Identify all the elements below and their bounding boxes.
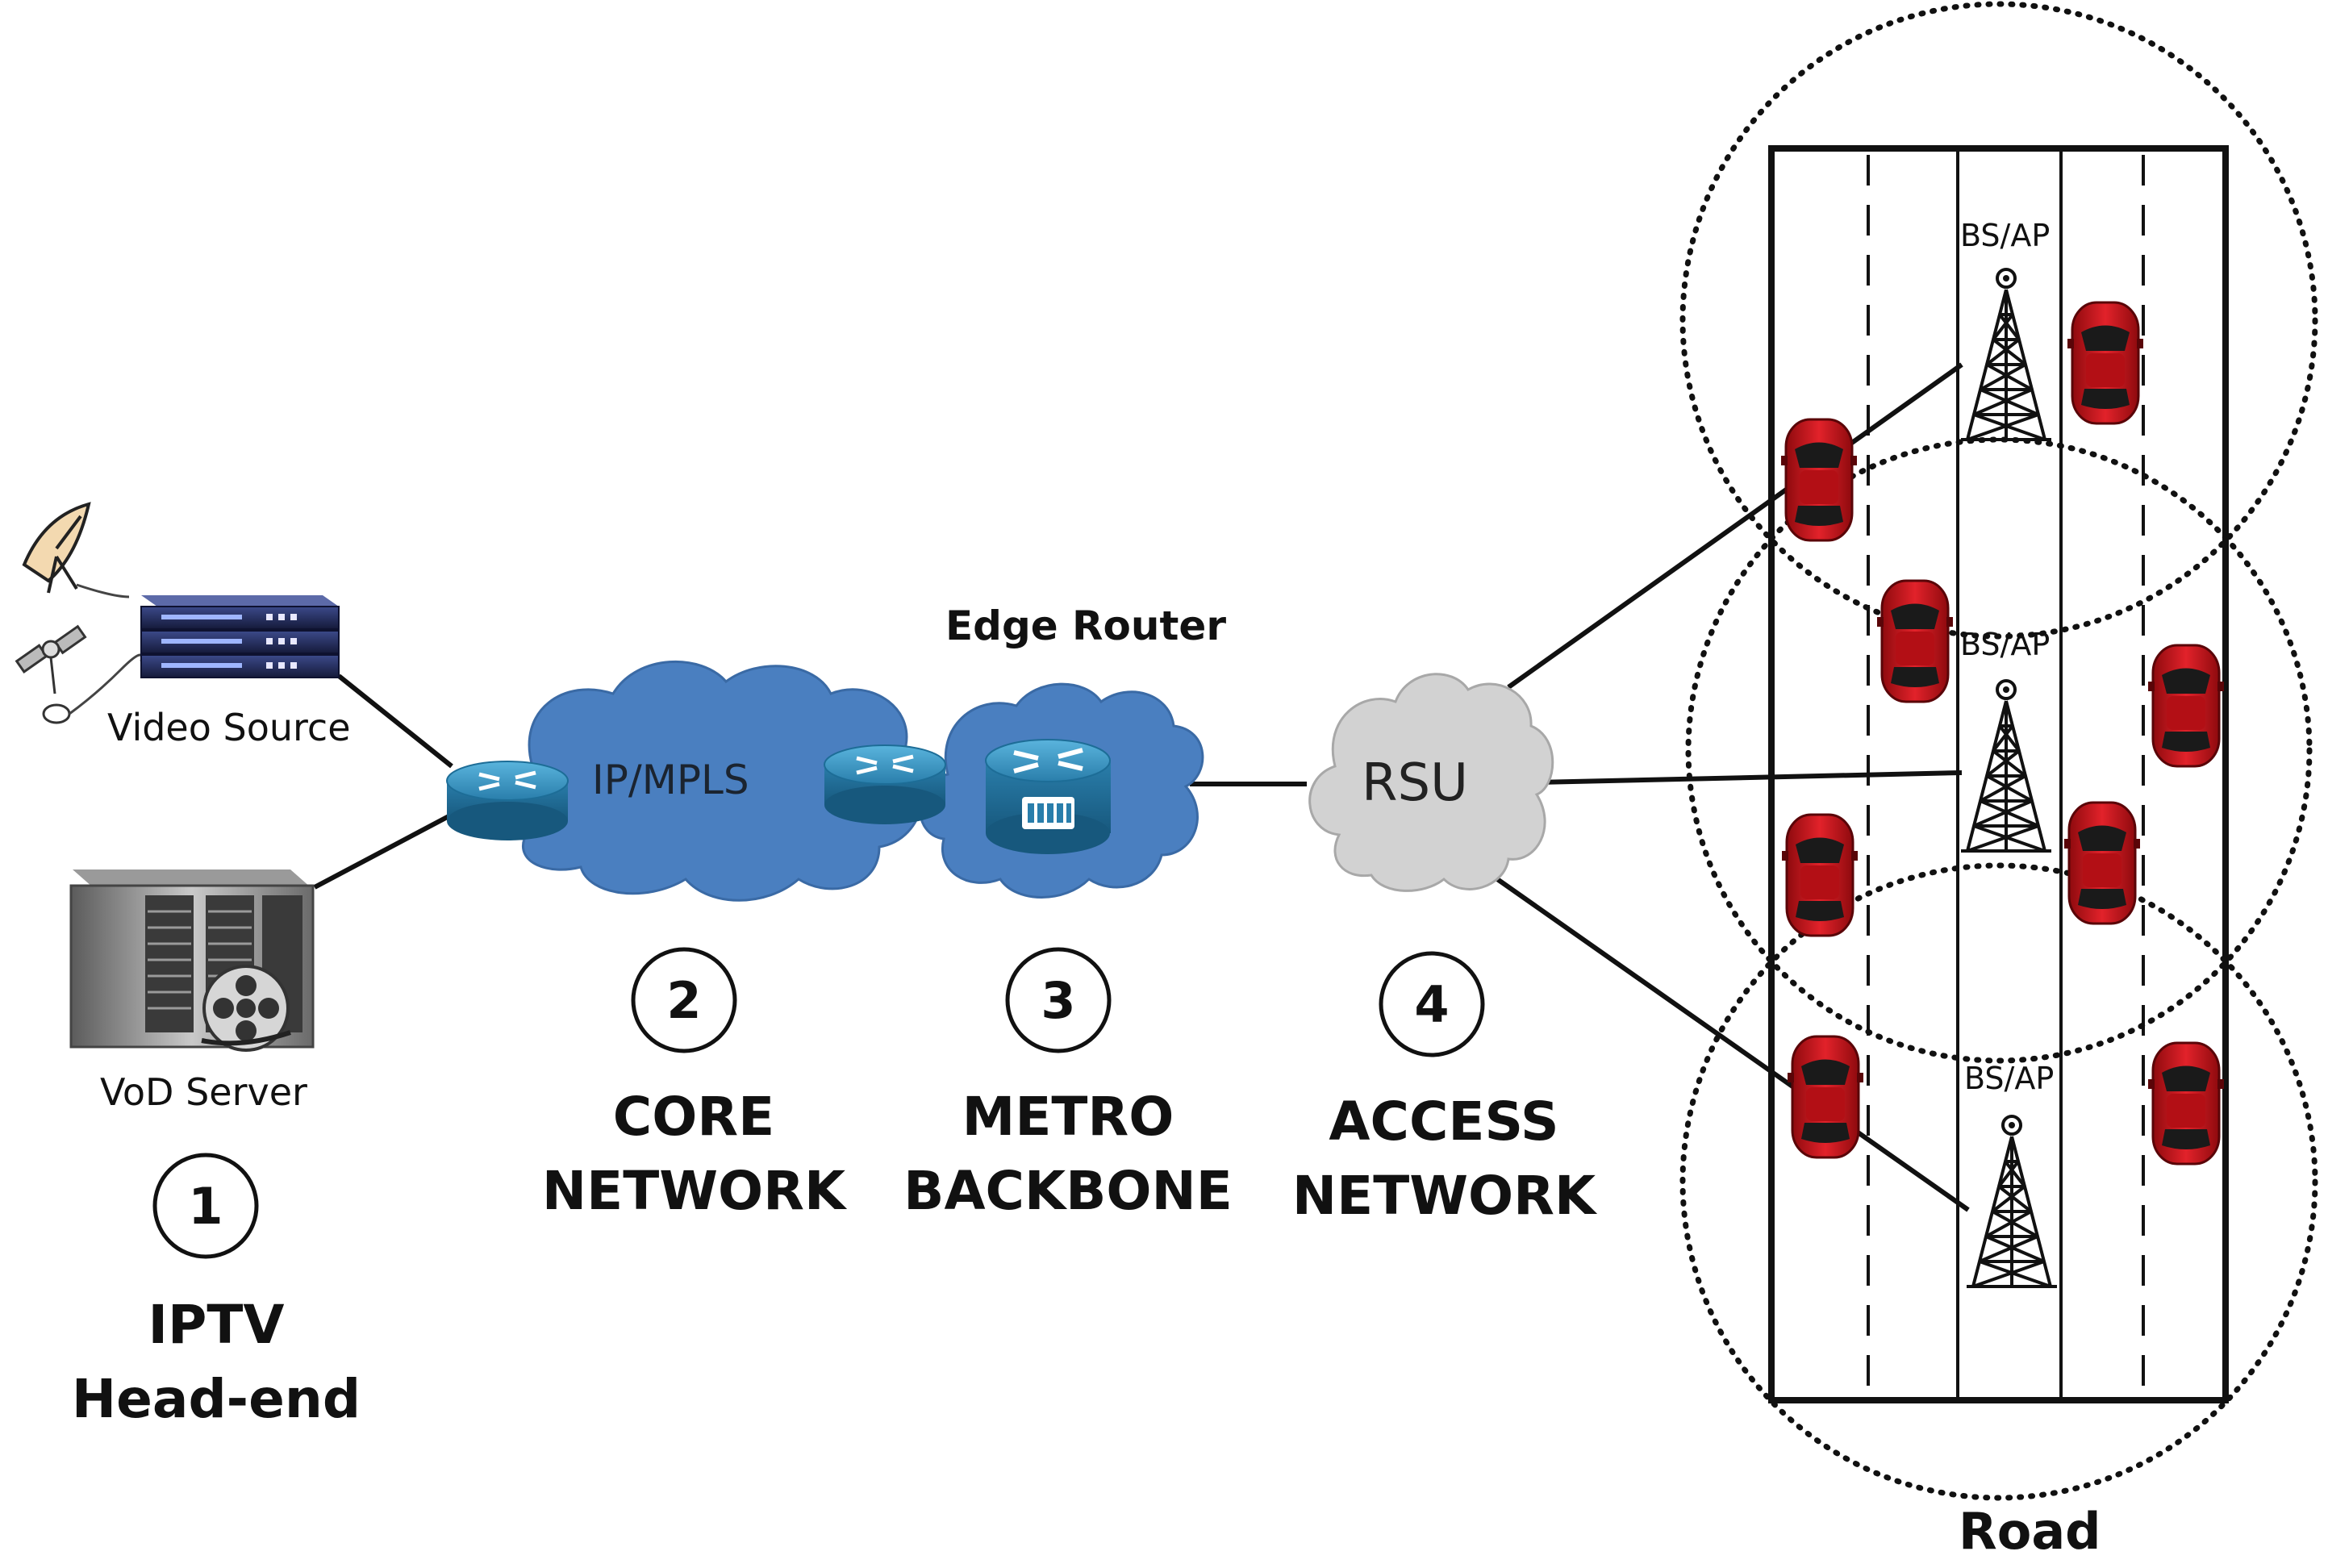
stage-4-number: 4 [1414,975,1449,1034]
car-icon [1781,418,1857,542]
car-icon [2148,644,2224,768]
stage-2-title-line1: CORE [613,1086,774,1148]
link-rsu-bs2 [1536,770,1963,785]
road [1768,145,2229,1403]
satellite-dish-icon [22,502,130,598]
connectors [313,362,1970,1212]
edge-router-icon [985,739,1111,854]
rsu-label: RSU [1362,753,1468,813]
tower-icon [1967,1115,2057,1288]
car-icon [2064,801,2140,925]
link-vod-router [313,812,453,890]
stage-4: 4 ACCESS NETWORK [1292,951,1598,1227]
stage-2: 2 CORE NETWORK [542,947,848,1222]
car-icon [1788,1035,1863,1159]
bs-label-1: BS/AP [1960,218,2050,253]
stage-2-title-line2: NETWORK [542,1160,848,1222]
film-reel-icon [201,965,291,1052]
video-source-rack-icon [140,595,340,678]
coverage-circle [1685,436,2313,1064]
link-rsu-bs1 [1507,362,1963,690]
base-stations [1961,268,2057,1288]
stage-2-number: 2 [666,971,701,1030]
car-icon [2067,301,2143,425]
vehicles [1781,301,2224,1166]
stage-1: 1 IPTV Head-end [72,1153,361,1430]
ip-mpls-cloud [494,660,924,902]
car-icon [1877,579,1953,703]
road-label: Road [1959,1502,2101,1561]
car-icon [2148,1041,2224,1166]
vod-server-label: VoD Server [100,1070,307,1114]
stage-1-title-line2: Head-end [72,1368,361,1430]
stage-3-title-line2: BACKBONE [903,1160,1233,1222]
coverage-circle [1679,862,2318,1501]
stage-3-title-line1: METRO [962,1086,1174,1148]
coverage-circle [1679,1,2318,640]
stage-4-title-line2: NETWORK [1292,1165,1598,1227]
video-source-label: Video Source [107,706,351,749]
link-video-source-router [337,673,453,769]
coverage-areas [1679,1,2318,1501]
link-rsu-bs3 [1484,869,1970,1212]
bs-label-3: BS/AP [1964,1061,2054,1096]
stage-1-title-line1: IPTV [148,1294,284,1356]
stage-3-number: 3 [1041,971,1075,1030]
car-icon [1782,813,1858,937]
tower-icon [1961,679,2051,853]
rsu-cloud [1308,673,1554,892]
stage-4-title-line1: ACCESS [1329,1091,1558,1153]
bs-label-2: BS/AP [1960,627,2050,662]
ip-mpls-label: IP/MPLS [592,757,749,803]
edge-router-label: Edge Router [945,603,1226,649]
stage-3: 3 METRO BACKBONE [903,947,1233,1222]
stage-1-number: 1 [188,1177,223,1236]
tower-icon [1961,268,2051,441]
router-icon [824,744,946,824]
router-icon [446,761,569,840]
